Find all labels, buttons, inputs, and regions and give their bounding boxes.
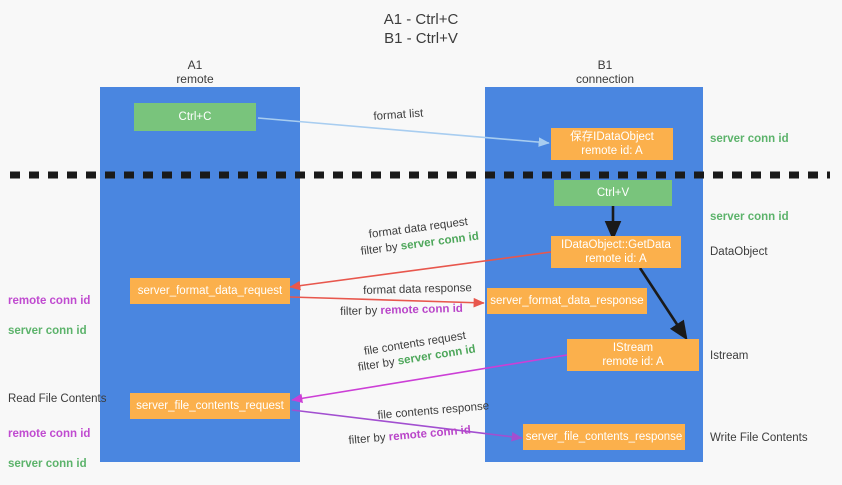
filter-prefix: filter by	[357, 355, 399, 374]
edge-label-file-contents-response-filter: filter by remote conn id	[348, 423, 472, 449]
filter-prefix: filter by	[348, 431, 390, 447]
node-istream[interactable]: IStream remote id: A	[567, 339, 699, 371]
right-label-dataobject: DataObject	[710, 246, 768, 258]
node-server-format-data-request[interactable]: server_format_data_request	[130, 278, 290, 304]
node-idataobject-getdata[interactable]: IDataObject::GetData remote id: A	[551, 236, 681, 268]
left-tag-server-conn-id: server conn id	[8, 325, 87, 337]
edge-label-file-contents-response: file contents response	[377, 400, 490, 422]
column-header-a1: A1 remote	[176, 58, 214, 86]
node-server-file-contents-request[interactable]: server_file_contents_request	[130, 393, 290, 419]
filter-key-remote-conn-id: remote conn id	[380, 302, 464, 317]
filter-key-remote-conn-id: remote conn id	[388, 424, 472, 444]
node-server-file-contents-response[interactable]: server_file_contents_response	[523, 424, 685, 450]
left-tag-format-conn-ids: remote conn id server conn id	[8, 279, 90, 339]
column-header-b1: B1 connection	[575, 58, 635, 86]
node-ctrl-v[interactable]: Ctrl+V	[554, 180, 672, 206]
tag-server-conn-id-mid: server conn id	[710, 211, 789, 223]
filter-prefix: filter by	[360, 240, 402, 258]
edge-label-format-data-response: format data response	[363, 282, 472, 297]
tag-server-conn-id-top: server conn id	[710, 133, 789, 145]
left-tag-server-conn-id: server conn id	[8, 458, 87, 470]
right-label-write-file-contents: Write File Contents	[710, 432, 808, 444]
node-ctrl-c[interactable]: Ctrl+C	[134, 103, 256, 131]
edge-label-format-data-response-filter: filter by remote conn id	[340, 302, 463, 320]
right-label-istream: Istream	[710, 350, 749, 362]
node-server-format-data-response[interactable]: server_format_data_response	[487, 288, 647, 314]
left-label-read-file-contents: Read File Contents	[8, 393, 107, 405]
page-title: A1 - Ctrl+C B1 - Ctrl+V	[383, 11, 459, 47]
edge-label-format-list: format list	[373, 107, 424, 123]
left-tag-file-conn-ids: remote conn id server conn id	[8, 412, 90, 472]
left-tag-remote-conn-id: remote conn id	[8, 428, 91, 440]
left-tag-remote-conn-id: remote conn id	[8, 295, 91, 307]
filter-prefix: filter by	[340, 304, 381, 318]
node-save-idataobject[interactable]: 保存IDataObject remote id: A	[551, 128, 673, 160]
